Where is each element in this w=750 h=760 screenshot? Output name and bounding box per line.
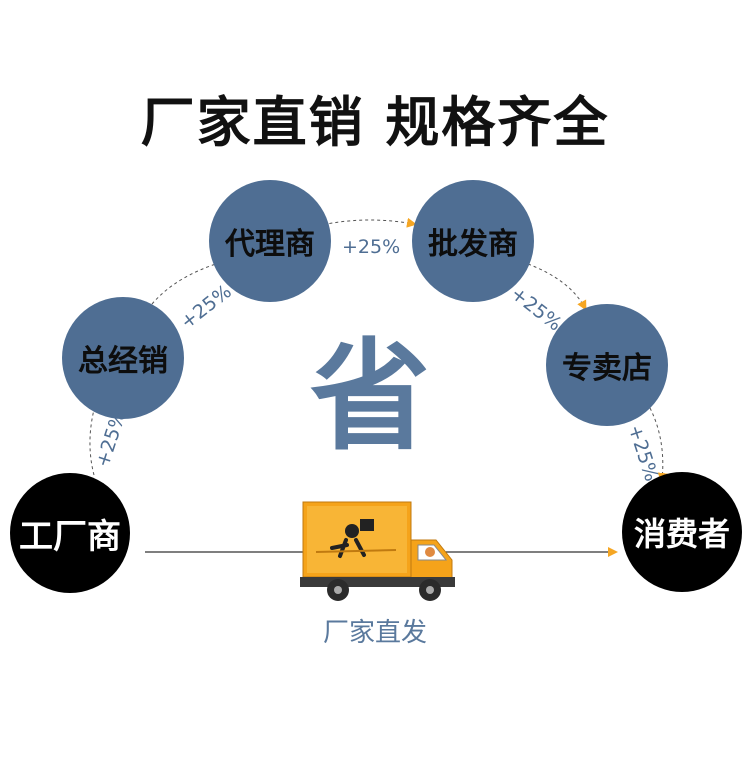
node-consumer-label: 消费者 — [633, 515, 730, 553]
direct-shipping-label: 厂家直发 — [322, 618, 427, 648]
page-title: 厂家直销 规格齐全 — [140, 91, 610, 154]
node-factory-label: 工厂商 — [19, 516, 121, 557]
node-wholesaler-label: 批发商 — [428, 227, 518, 262]
connector-wholesaler-store — [527, 263, 587, 311]
delivery-truck-icon — [300, 501, 455, 601]
node-factory: 工厂商 — [10, 473, 130, 593]
savings-glyph: 省 — [310, 328, 430, 467]
node-agent: 代理商 — [209, 180, 331, 302]
node-agent-label: 代理商 — [225, 227, 315, 262]
connector-store-consumer — [649, 407, 668, 483]
node-distributor-label: 总经销 — [78, 344, 168, 379]
node-consumer: 消费者 — [622, 472, 742, 592]
node-store: 专卖店 — [546, 304, 668, 426]
node-wholesaler: 批发商 — [412, 180, 534, 302]
node-store-label: 专卖店 — [562, 351, 652, 386]
connector-agent-wholesaler — [305, 217, 417, 230]
node-distributor: 总经销 — [62, 297, 184, 419]
markup-label: +25% — [342, 236, 401, 258]
